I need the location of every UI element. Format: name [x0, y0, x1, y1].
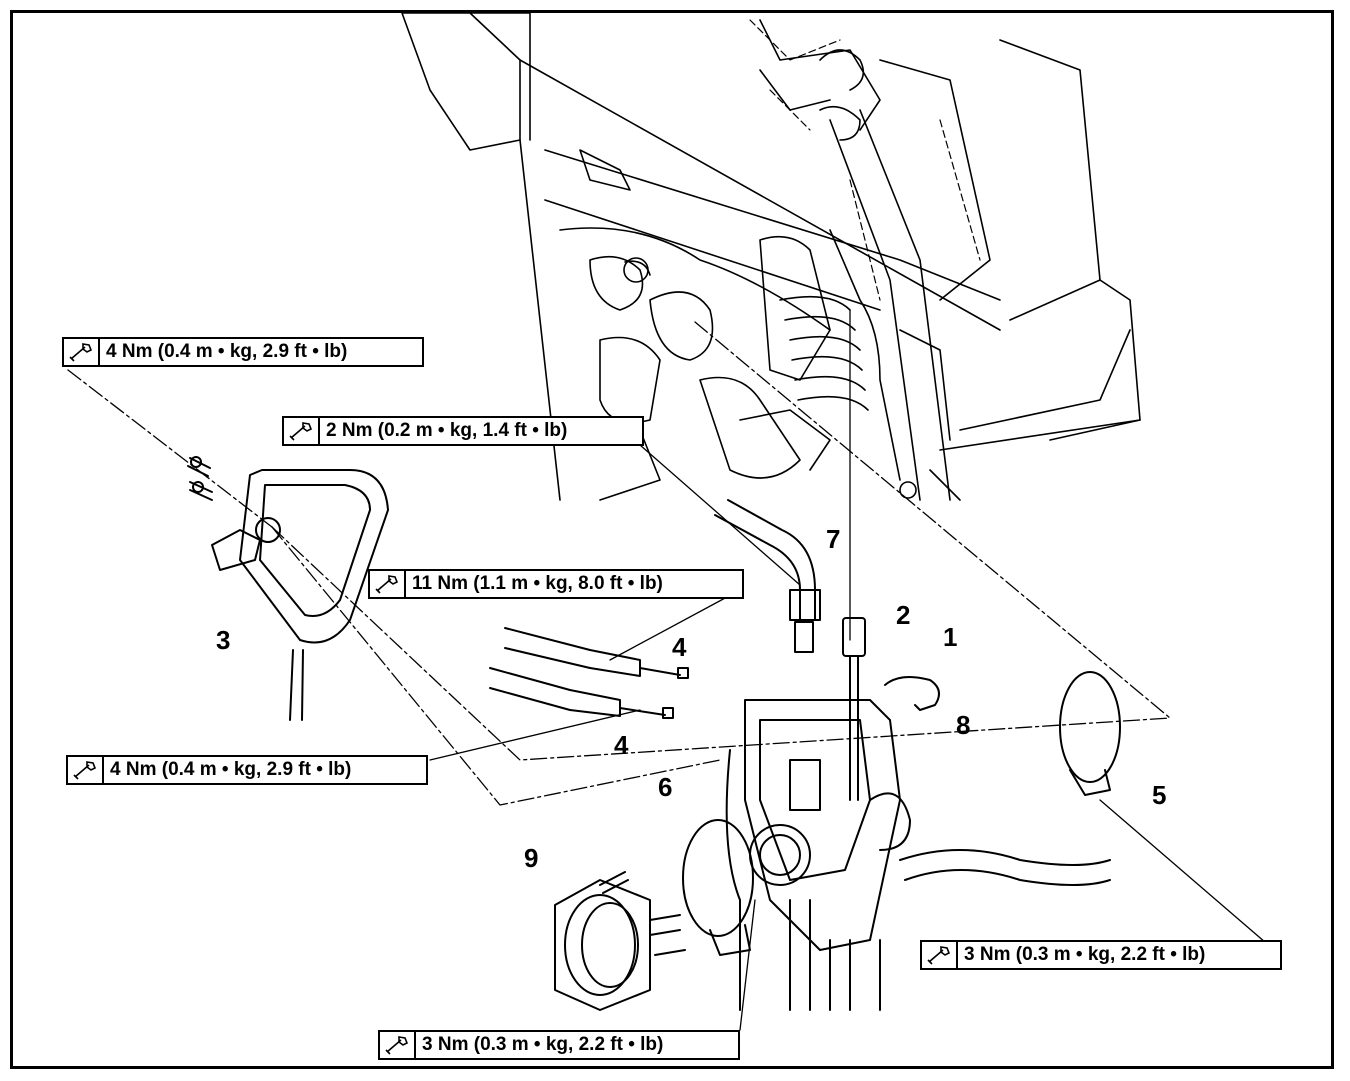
torque-value: 4 Nm (0.4 m • kg, 2.9 ft • lb) — [106, 341, 348, 362]
torque-spec-cable-lower: 4 Nm (0.4 m • kg, 2.9 ft • lb) — [66, 755, 428, 785]
part-5-hose-clamp — [1059, 671, 1121, 796]
callout-1: 1 — [943, 622, 958, 652]
torque-wrench-icon — [380, 1032, 416, 1058]
part-9-intake-joint — [554, 871, 686, 1011]
callout-6: 6 — [658, 772, 673, 802]
dashed-hidden-lines — [749, 19, 981, 301]
part-6-intake-clamp — [682, 819, 754, 956]
callout-2: 2 — [896, 600, 911, 630]
part-4-throttle-cables — [489, 627, 689, 719]
diagram-frame — [10, 10, 1334, 1069]
torque-wrench-icon — [284, 418, 320, 444]
torque-value: 2 Nm (0.2 m • kg, 1.4 ft • lb) — [326, 420, 568, 441]
torque-spec-fuel-hose: 2 Nm (0.2 m • kg, 1.4 ft • lb) — [282, 416, 644, 446]
torque-spec-clamp-5: 3 Nm (0.3 m • kg, 2.2 ft • lb) — [920, 940, 1282, 970]
torque-spec-cover-screws: 4 Nm (0.4 m • kg, 2.9 ft • lb) — [62, 337, 424, 367]
callout-3: 3 — [216, 625, 231, 655]
part-2-connector — [842, 617, 866, 801]
torque-spec-cable-upper: 11 Nm (1.1 m • kg, 8.0 ft • lb) — [368, 569, 744, 599]
part-8-carburetor-body — [725, 699, 1111, 1011]
torque-wrench-icon — [64, 339, 100, 365]
torque-pointer-lines — [429, 309, 1281, 1031]
callout-5: 5 — [1152, 780, 1167, 810]
callout-4-upper: 4 — [672, 632, 687, 662]
callout-8: 8 — [956, 710, 971, 740]
torque-wrench-icon — [922, 942, 958, 968]
callout-4-lower: 4 — [614, 730, 629, 760]
part-1-clip — [884, 675, 940, 711]
torque-wrench-icon — [370, 571, 406, 597]
torque-value: 11 Nm (1.1 m • kg, 8.0 ft • lb) — [412, 573, 663, 594]
torque-value: 3 Nm (0.3 m • kg, 2.2 ft • lb) — [964, 944, 1206, 965]
callout-9: 9 — [524, 843, 539, 873]
torque-value: 3 Nm (0.3 m • kg, 2.2 ft • lb) — [422, 1034, 664, 1055]
torque-spec-clamp-6: 3 Nm (0.3 m • kg, 2.2 ft • lb) — [378, 1030, 740, 1060]
torque-wrench-icon — [68, 757, 104, 783]
torque-value: 4 Nm (0.4 m • kg, 2.9 ft • lb) — [110, 759, 352, 780]
callout-7: 7 — [826, 524, 841, 554]
part-7-fuel-hose — [714, 499, 821, 653]
part-3-throttle-cover — [187, 456, 389, 721]
